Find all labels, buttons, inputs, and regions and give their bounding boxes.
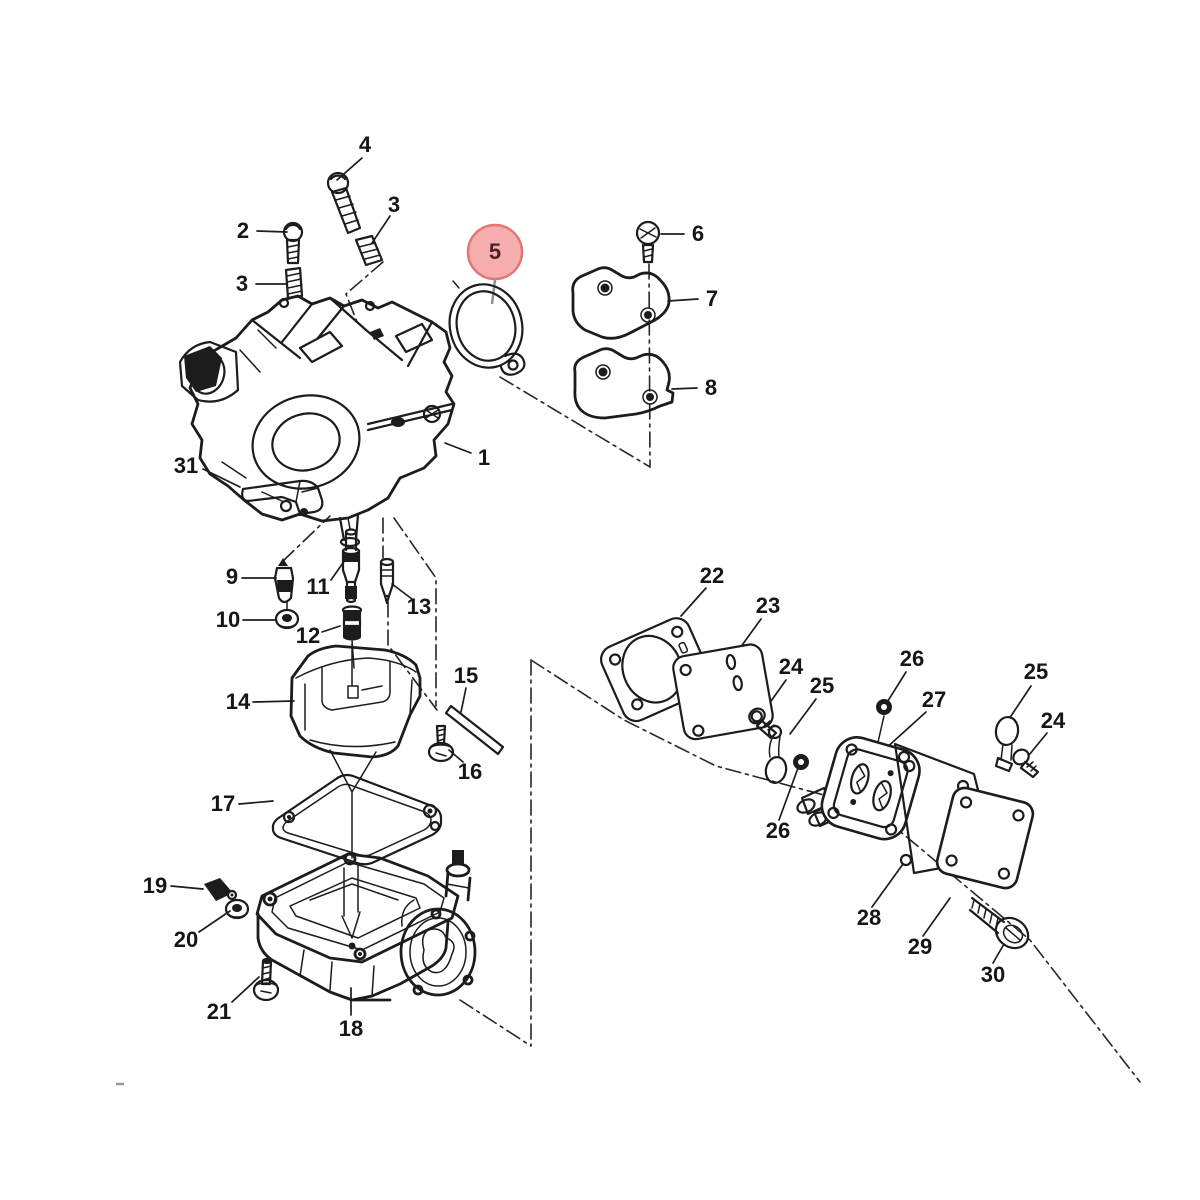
callout-9[interactable]: 9 <box>225 564 239 589</box>
part-3-spring-right <box>354 234 384 267</box>
callout-17[interactable]: 17 <box>210 791 236 816</box>
callout-15[interactable]: 15 <box>453 663 479 688</box>
part-26-grommet-top <box>876 699 892 715</box>
part-12-main-jet <box>341 605 363 641</box>
part-1-carburetor-body <box>178 294 456 548</box>
highlight-leader-line <box>490 279 497 305</box>
part-24-screw-right <box>1012 748 1040 779</box>
part-25-pin-left <box>764 724 788 784</box>
part-4-screw <box>326 171 362 235</box>
part-16-screw <box>427 724 455 763</box>
callout-2[interactable]: 2 <box>236 218 250 243</box>
part-13-float-needle <box>379 557 395 605</box>
callout-26-bottom[interactable]: 26 <box>765 818 791 843</box>
part-11-needle-jet <box>341 528 361 604</box>
callout-20[interactable]: 20 <box>173 927 199 952</box>
part-17-bowl-gasket <box>271 773 443 866</box>
part-21-drain-screw <box>252 957 280 1002</box>
callout-18[interactable]: 18 <box>338 1016 364 1041</box>
callout-3a[interactable]: 3 <box>387 192 401 217</box>
part-31-clip <box>241 479 324 516</box>
part-8-plate <box>573 347 675 420</box>
part-23-pump-diaphragm <box>672 643 774 741</box>
callout-13[interactable]: 13 <box>406 594 432 619</box>
part-25-pin-right <box>994 715 1020 773</box>
callout-27[interactable]: 27 <box>921 687 947 712</box>
callout-29[interactable]: 29 <box>907 934 933 959</box>
highlight-circle-part-5[interactable] <box>466 223 524 281</box>
assembly-links <box>286 517 885 859</box>
part-14-float <box>289 643 422 759</box>
construction-lines <box>282 261 1141 1083</box>
part-6-screw <box>635 220 661 264</box>
part-2-screw <box>282 221 304 265</box>
callout-24-left[interactable]: 24 <box>778 654 804 679</box>
part-19-plug <box>204 878 238 901</box>
callout-24-right[interactable]: 24 <box>1040 708 1066 733</box>
part-20-washer <box>224 898 250 920</box>
callout-19[interactable]: 19 <box>142 873 168 898</box>
part-10-seat <box>274 608 300 630</box>
callout-12[interactable]: 12 <box>295 623 321 648</box>
callout-23[interactable]: 23 <box>755 593 781 618</box>
callout-25-left[interactable]: 25 <box>809 673 835 698</box>
callout-10[interactable]: 10 <box>215 607 241 632</box>
part-26-grommet-left <box>793 754 809 770</box>
callout-31[interactable]: 31 <box>173 453 199 478</box>
part-15-float-pin <box>444 704 505 756</box>
part-5-gasket <box>448 280 526 376</box>
callout-5-selected[interactable]: 5 <box>488 239 502 264</box>
callout-4[interactable]: 4 <box>358 132 372 157</box>
callout-26-top[interactable]: 26 <box>899 646 925 671</box>
callout-3b[interactable]: 3 <box>235 271 249 296</box>
callout-22[interactable]: 22 <box>699 563 725 588</box>
callout-7[interactable]: 7 <box>705 286 719 311</box>
callout-28[interactable]: 28 <box>856 905 882 930</box>
part-29-pump-cover <box>935 786 1035 890</box>
part-30-bolt <box>968 896 1030 950</box>
part-22-pump-gasket <box>599 617 713 723</box>
callout-30[interactable]: 30 <box>980 962 1006 987</box>
callout-11[interactable]: 11 <box>306 574 330 599</box>
part-7-cover <box>571 266 671 340</box>
callout-16[interactable]: 16 <box>457 759 483 784</box>
part-9-needle-valve <box>273 558 295 604</box>
part-18-float-bowl <box>255 850 477 1002</box>
callout-25-right[interactable]: 25 <box>1023 659 1049 684</box>
callout-8[interactable]: 8 <box>704 375 718 400</box>
leader-lines <box>170 157 1048 1016</box>
part-3-spring-left <box>284 266 304 300</box>
callout-1[interactable]: 1 <box>477 445 491 470</box>
callout-21[interactable]: 21 <box>206 999 232 1024</box>
part-27-pump-body <box>796 736 921 841</box>
callout-14[interactable]: 14 <box>225 689 251 714</box>
callout-6[interactable]: 6 <box>691 221 705 246</box>
